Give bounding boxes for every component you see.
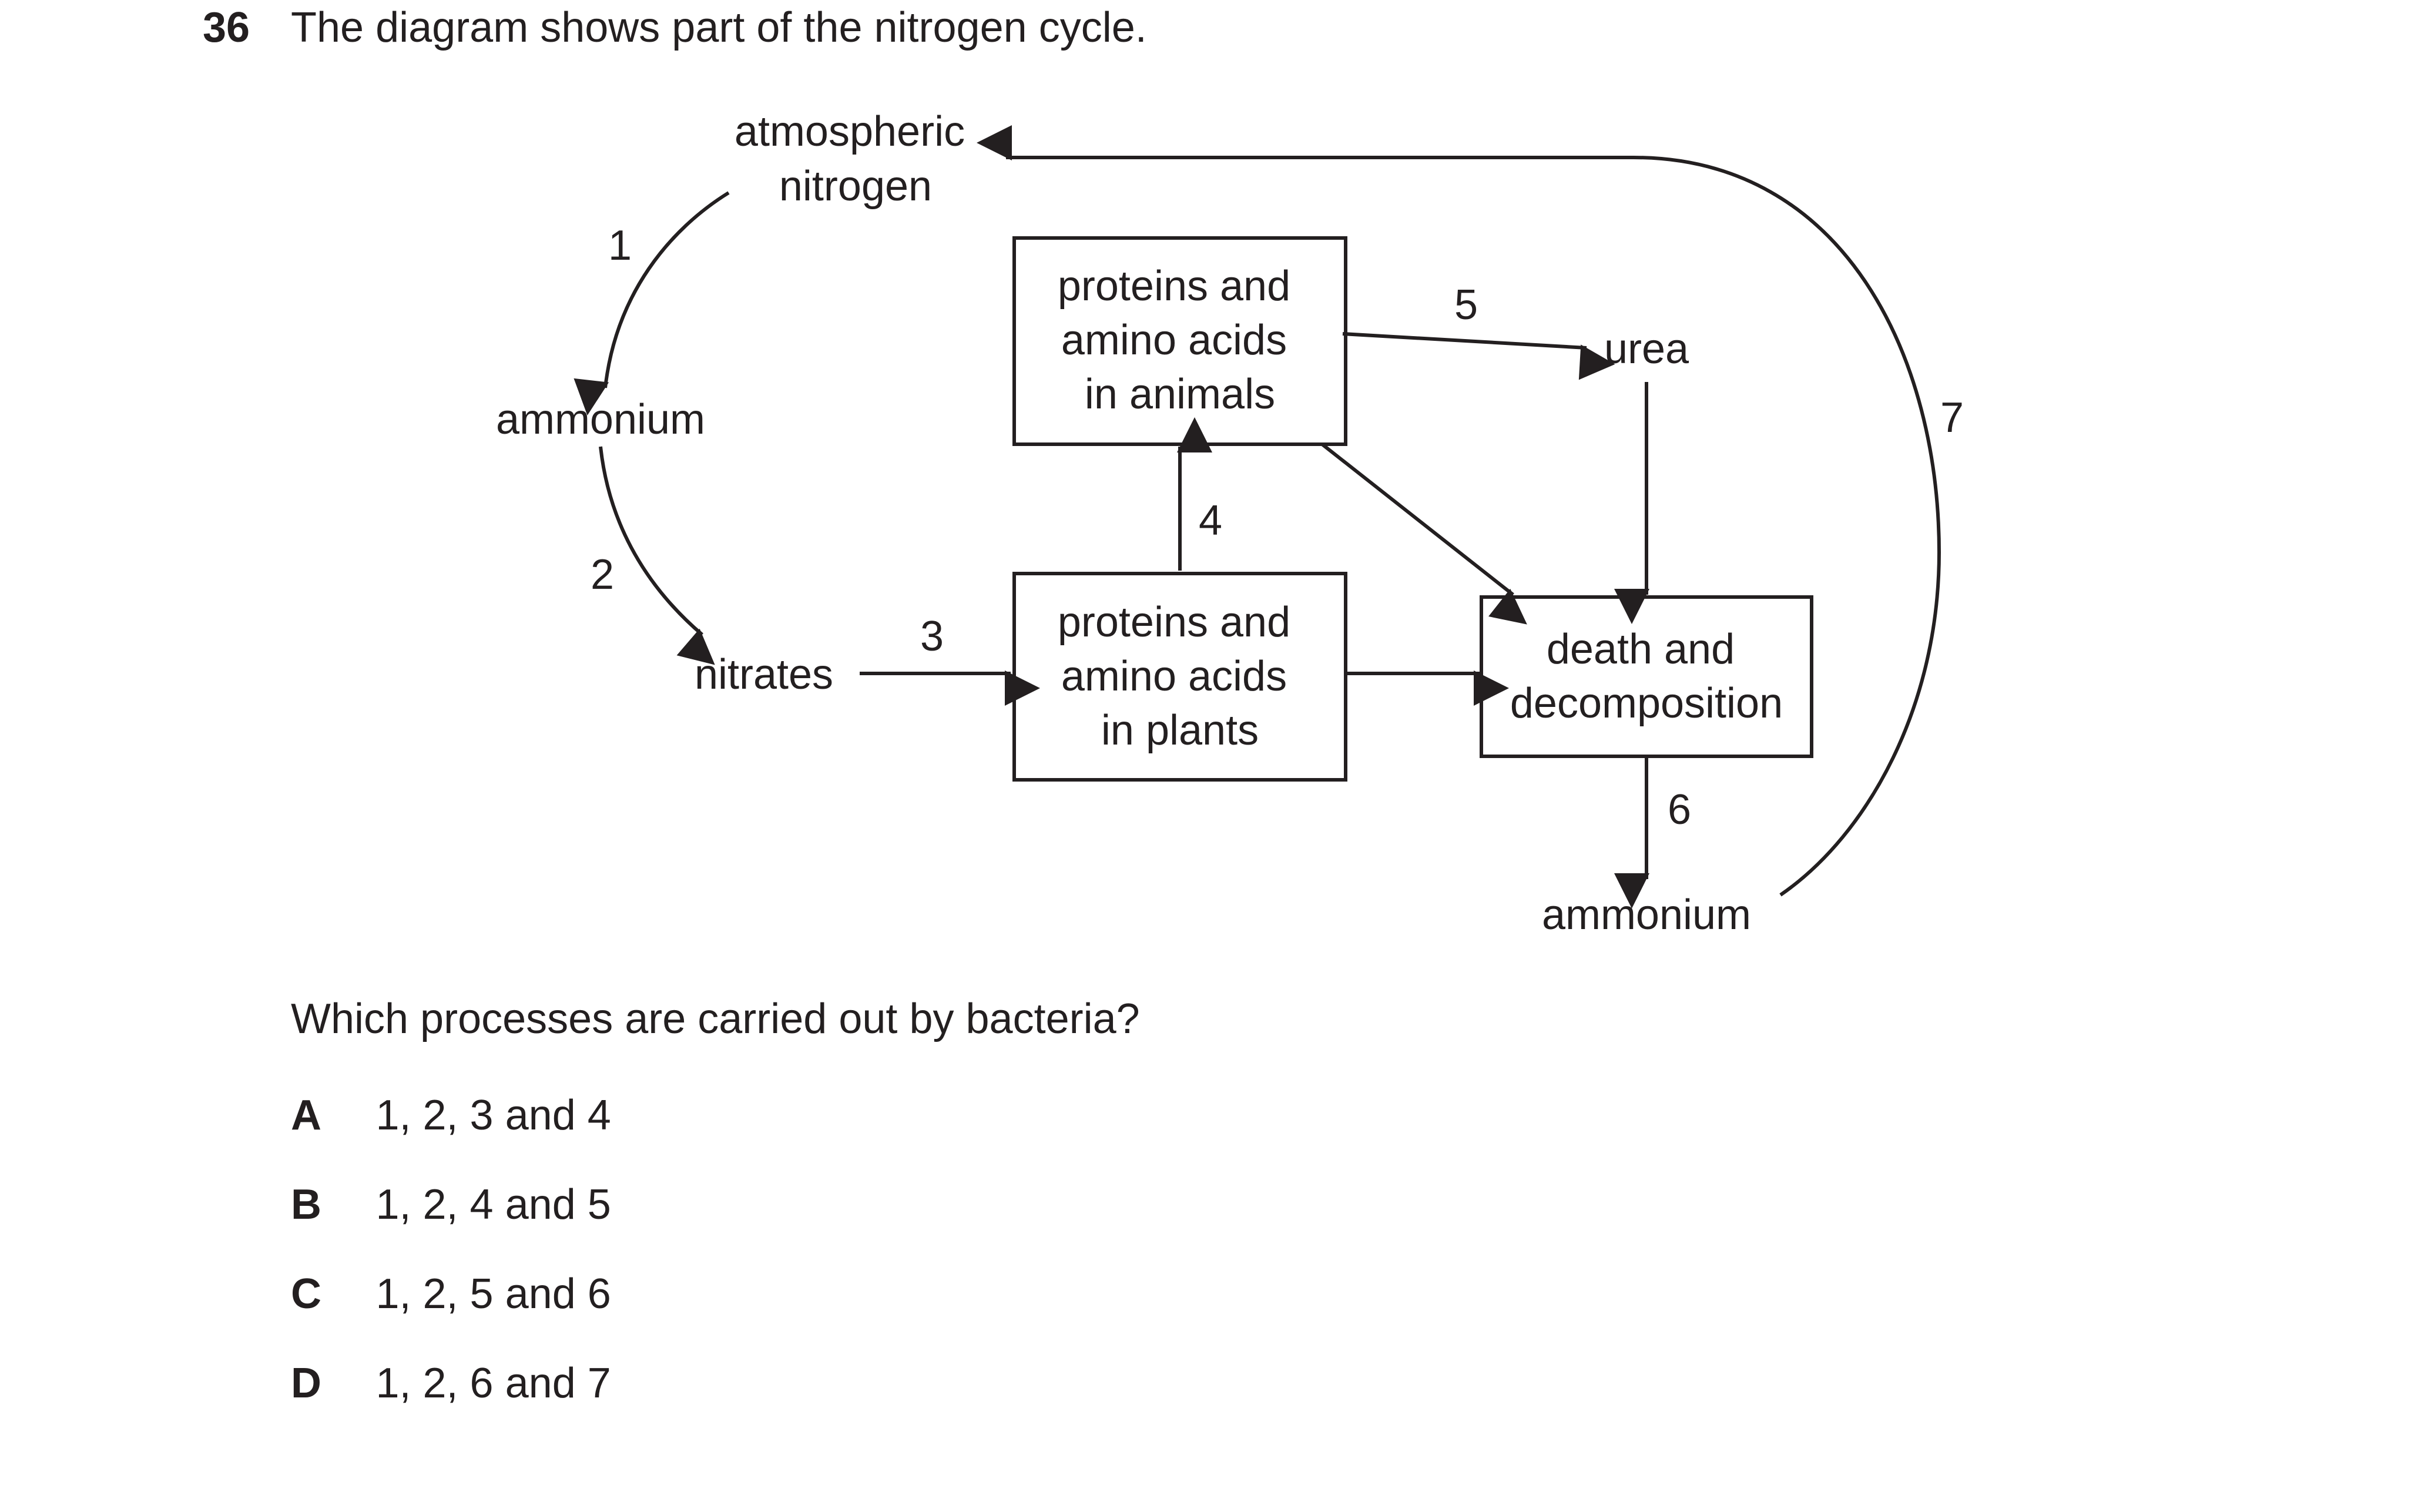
decomposition-box [1480,595,1813,758]
arrow-1 [574,191,730,415]
option-a[interactable]: A 1, 2, 3 and 4 [291,1091,611,1139]
option-text: 1, 2, 4 and 5 [375,1181,611,1228]
animals-box [1012,236,1347,446]
node-urea: urea [1604,326,1689,373]
option-letter: B [291,1181,321,1228]
process-label-6: 6 [1668,786,1691,833]
question-intro: The diagram shows part of the nitrogen c… [291,4,1147,51]
decomposition-box-label: death and decomposition [1510,626,1783,727]
process-label-3: 3 [920,613,944,660]
option-b[interactable]: B 1, 2, 4 and 5 [291,1181,611,1229]
option-text: 1, 2, 6 and 7 [375,1360,611,1407]
arrow-7 [977,125,1941,897]
option-letter: C [291,1270,321,1317]
process-label-4: 4 [1199,497,1222,544]
option-c[interactable]: C 1, 2, 5 and 6 [291,1270,611,1318]
process-label-1: 1 [608,222,632,269]
option-letter: D [291,1360,321,1407]
nitrogen-cycle-diagram: atmospheric nitrogen ammonium nitrates p… [496,108,1964,938]
option-text: 1, 2, 5 and 6 [375,1270,611,1317]
process-label-5: 5 [1454,281,1478,328]
option-text: 1, 2, 3 and 4 [375,1092,611,1139]
arrow-2 [599,446,715,665]
animals-box-label: proteins and amino acids in animals [1058,263,1302,418]
option-letter: A [291,1092,321,1139]
question-number: 36 [203,4,250,51]
arrow-5 [1342,332,1615,380]
arrow-animals-to-decomposition [1321,442,1527,625]
process-label-7: 7 [1940,394,1964,441]
node-ammonium-bottom: ammonium [1542,891,1751,938]
node-atmospheric-nitrogen: atmospheric nitrogen [735,108,977,210]
node-ammonium-left: ammonium [496,396,705,443]
plants-box [1012,572,1347,782]
node-nitrates: nitrates [695,651,833,698]
plants-box-label: proteins and amino acids in plants [1058,599,1302,754]
option-d[interactable]: D 1, 2, 6 and 7 [291,1359,611,1407]
question-prompt: Which processes are carried out by bacte… [291,995,1140,1042]
process-label-2: 2 [591,551,614,598]
